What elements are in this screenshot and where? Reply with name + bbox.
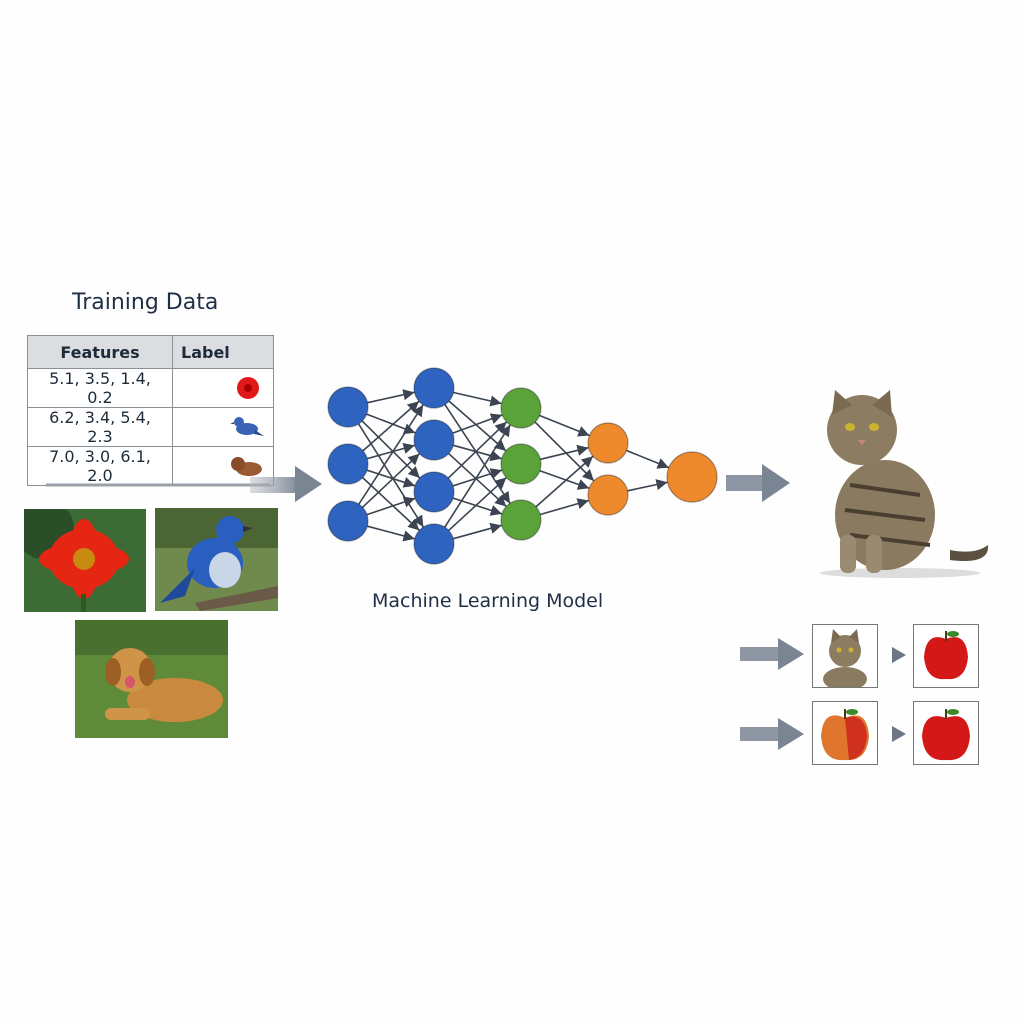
connection-edge — [367, 442, 415, 460]
model-label: Machine Learning Model — [372, 590, 604, 612]
neuron-node-layer-2 — [413, 419, 455, 461]
output-arrow — [726, 464, 790, 502]
connection-edge — [453, 444, 502, 462]
example-output-apple — [913, 701, 979, 765]
bird-photo — [155, 508, 278, 611]
example-arrow — [740, 638, 804, 670]
training-data-title: Training Data — [72, 290, 219, 315]
flower-photo — [24, 509, 146, 612]
connection-edge — [540, 498, 589, 516]
training-data-table: Features Label 5.1, 3.5, 1.4, 0.2 6.2, 3… — [27, 335, 274, 486]
small-arrow-icon — [892, 726, 906, 742]
connection-edge — [358, 404, 424, 505]
neuron-node-layer-4 — [587, 474, 629, 516]
table-row: 7.0, 3.0, 6.1, 2.0 — [27, 446, 274, 486]
connection-edge — [539, 414, 590, 437]
features-cell: 7.0, 3.0, 6.1, 2.0 — [27, 446, 173, 486]
connection-edge — [626, 449, 670, 469]
connection-edge — [444, 424, 511, 528]
features-cell: 6.2, 3.4, 5.4, 2.3 — [27, 407, 173, 447]
neuron-node-layer-2 — [413, 471, 455, 513]
connection-edge — [366, 496, 416, 516]
neuron-node-layer-1 — [327, 386, 369, 428]
bird-icon — [230, 417, 264, 436]
input-arrow — [46, 466, 322, 502]
connection-edge — [362, 400, 420, 452]
connection-edge — [367, 389, 415, 404]
connection-edge — [361, 420, 421, 479]
neuron-node-layer-5 — [666, 451, 718, 503]
connection-edge — [362, 477, 420, 531]
connection-edge — [357, 423, 425, 528]
connection-edge — [444, 404, 511, 504]
cat-photo — [820, 390, 989, 578]
connection-edge — [453, 391, 502, 407]
example-arrow — [740, 718, 804, 750]
connection-edge — [540, 444, 589, 461]
connection-edge — [535, 455, 594, 508]
neuron-node-layer-3 — [500, 387, 542, 429]
connection-edge — [448, 476, 507, 532]
connection-edge — [448, 452, 507, 508]
neuron-node-layer-1 — [327, 500, 369, 542]
connection-edge — [453, 522, 502, 540]
label-header: Label — [172, 335, 274, 369]
dog-photo — [75, 620, 228, 738]
features-header: Features — [27, 335, 173, 369]
connection-edge — [362, 453, 420, 508]
connection-edge — [366, 469, 416, 488]
neuron-node-layer-3 — [500, 443, 542, 485]
connection-edge — [534, 421, 595, 482]
connection-edge — [539, 469, 590, 490]
connection-edge — [447, 421, 508, 479]
neuron-node-layer-2 — [413, 523, 455, 565]
connection-edge — [452, 497, 503, 516]
connection-edge — [366, 413, 416, 435]
dog-icon — [231, 457, 262, 476]
neuron-node-layer-1 — [327, 443, 369, 485]
example-input-cat — [812, 624, 878, 691]
connection-edge — [627, 479, 668, 492]
table-row: 5.1, 3.5, 1.4, 0.2 — [27, 368, 274, 408]
connection-edge — [448, 400, 507, 452]
example-output-apple — [913, 624, 979, 688]
connection-edge — [452, 468, 503, 487]
example-input-apple — [812, 701, 878, 765]
connection-edge — [452, 413, 503, 434]
small-arrow-icon — [892, 647, 906, 663]
neuron-node-layer-2 — [413, 367, 455, 409]
neuron-node-layer-3 — [500, 499, 542, 541]
flower-icon — [237, 377, 259, 399]
table-row: 6.2, 3.4, 5.4, 2.3 — [27, 407, 274, 447]
connection-edge — [367, 525, 415, 542]
neuron-node-layer-4 — [587, 422, 629, 464]
